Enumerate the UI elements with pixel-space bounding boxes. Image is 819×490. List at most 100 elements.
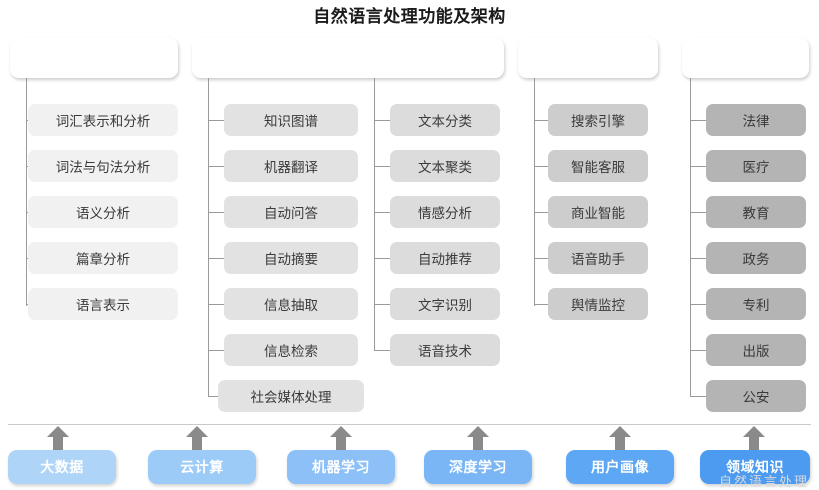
connector-stub bbox=[534, 304, 550, 305]
item-label: 篇章分析 bbox=[76, 252, 130, 267]
foundation-item-label: 大数据 bbox=[40, 459, 84, 475]
item-nlp-core-a-0[interactable]: 知识图谱 bbox=[224, 104, 358, 136]
foundation-item-label: 用户画像 bbox=[591, 459, 649, 475]
connector-spine-vertical-app bbox=[690, 78, 691, 396]
item-label: 医疗 bbox=[742, 160, 770, 175]
item-label: 商业智能 bbox=[571, 206, 625, 221]
foundation-item-big-data[interactable]: 大数据 bbox=[8, 450, 116, 484]
item-label: 出版 bbox=[742, 344, 770, 359]
connector-spine-nlp-plus bbox=[534, 78, 535, 306]
item-nlp-basic-3[interactable]: 篇章分析 bbox=[28, 242, 178, 274]
up-arrow-icon bbox=[467, 426, 489, 450]
connector-stub bbox=[208, 304, 224, 305]
item-label: 语义分析 bbox=[76, 206, 130, 221]
connector-stub bbox=[208, 120, 224, 121]
item-label: 机器翻译 bbox=[264, 160, 318, 175]
connector-stub bbox=[208, 396, 224, 397]
item-nlp-core-a-2[interactable]: 自动问答 bbox=[224, 196, 358, 228]
item-label: 搜索引擎 bbox=[571, 114, 625, 129]
item-nlp-core-a-6[interactable]: 社会媒体处理 bbox=[218, 380, 364, 412]
item-label: 舆情监控 bbox=[571, 298, 625, 313]
column-header-label: 垂直应用 bbox=[714, 50, 777, 68]
connector-stub bbox=[374, 258, 390, 259]
up-arrow-icon bbox=[330, 426, 352, 450]
connector-stub bbox=[374, 212, 390, 213]
item-label: 智能客服 bbox=[571, 160, 625, 175]
item-label: 社会媒体处理 bbox=[250, 390, 332, 405]
item-nlp-core-b-5[interactable]: 语音技术 bbox=[390, 334, 500, 366]
item-label: 词汇表示和分析 bbox=[55, 114, 151, 129]
up-arrow-icon bbox=[186, 426, 208, 450]
foundation-item-user-profile[interactable]: 用户画像 bbox=[566, 450, 674, 484]
item-label: 公安 bbox=[742, 390, 770, 405]
column-header-vertical-app[interactable]: 垂直应用 bbox=[682, 38, 809, 78]
foundation-item-domain-knowledge[interactable]: 领域知识 bbox=[700, 450, 810, 484]
item-nlp-plus-0[interactable]: 搜索引擎 bbox=[548, 104, 648, 136]
item-vertical-app-3[interactable]: 政务 bbox=[706, 242, 806, 274]
column-header-label: NLP基础技术 bbox=[47, 50, 141, 68]
item-nlp-plus-1[interactable]: 智能客服 bbox=[548, 150, 648, 182]
item-label: 文字识别 bbox=[418, 298, 472, 313]
connector-stub bbox=[690, 258, 706, 259]
connector-spine-nlp-basic bbox=[26, 78, 27, 306]
item-nlp-core-b-0[interactable]: 文本分类 bbox=[390, 104, 500, 136]
foundation-item-machine-learning[interactable]: 机器学习 bbox=[287, 450, 395, 484]
column-header-nlp-core[interactable]: NLP核心技术 bbox=[192, 38, 504, 78]
column-header-nlp-basic[interactable]: NLP基础技术 bbox=[10, 38, 178, 78]
item-nlp-core-a-3[interactable]: 自动摘要 bbox=[224, 242, 358, 274]
item-nlp-basic-2[interactable]: 语义分析 bbox=[28, 196, 178, 228]
item-nlp-plus-4[interactable]: 舆情监控 bbox=[548, 288, 648, 320]
item-label: 信息检索 bbox=[264, 344, 318, 359]
connector-stub bbox=[690, 350, 706, 351]
item-label: 自动摘要 bbox=[264, 252, 318, 267]
up-arrow-icon bbox=[743, 426, 765, 450]
connector-stub bbox=[534, 166, 550, 167]
item-label: 语言表示 bbox=[76, 298, 130, 313]
connector-stub bbox=[208, 166, 224, 167]
item-nlp-core-a-4[interactable]: 信息抽取 bbox=[224, 288, 358, 320]
item-nlp-basic-4[interactable]: 语言表示 bbox=[28, 288, 178, 320]
connector-stub bbox=[374, 166, 390, 167]
connector-stub bbox=[534, 120, 550, 121]
foundation-item-label: 机器学习 bbox=[312, 459, 370, 475]
item-label: 专利 bbox=[742, 298, 770, 313]
item-nlp-core-b-1[interactable]: 文本聚类 bbox=[390, 150, 500, 182]
item-label: 词法与句法分析 bbox=[55, 160, 151, 175]
page-title: 自然语言处理功能及架构 bbox=[313, 7, 506, 26]
item-nlp-core-b-2[interactable]: 情感分析 bbox=[390, 196, 500, 228]
item-vertical-app-5[interactable]: 出版 bbox=[706, 334, 806, 366]
foundation-divider bbox=[8, 424, 811, 425]
foundation-item-cloud-computing[interactable]: 云计算 bbox=[148, 450, 256, 484]
item-label: 自动推荐 bbox=[418, 252, 472, 267]
item-nlp-basic-1[interactable]: 词法与句法分析 bbox=[28, 150, 178, 182]
foundation-item-label: 深度学习 bbox=[449, 459, 507, 475]
item-vertical-app-4[interactable]: 专利 bbox=[706, 288, 806, 320]
item-label: 情感分析 bbox=[418, 206, 472, 221]
item-label: 信息抽取 bbox=[264, 298, 318, 313]
connector-stub bbox=[690, 304, 706, 305]
item-vertical-app-1[interactable]: 医疗 bbox=[706, 150, 806, 182]
item-label: 文本分类 bbox=[418, 114, 472, 129]
column-header-label: NLP+ bbox=[567, 49, 609, 67]
connector-stub bbox=[374, 350, 390, 351]
item-nlp-core-a-1[interactable]: 机器翻译 bbox=[224, 150, 358, 182]
item-vertical-app-0[interactable]: 法律 bbox=[706, 104, 806, 136]
item-nlp-plus-3[interactable]: 语音助手 bbox=[548, 242, 648, 274]
item-nlp-basic-0[interactable]: 词汇表示和分析 bbox=[28, 104, 178, 136]
item-nlp-core-b-4[interactable]: 文字识别 bbox=[390, 288, 500, 320]
item-nlp-plus-2[interactable]: 商业智能 bbox=[548, 196, 648, 228]
item-vertical-app-2[interactable]: 教育 bbox=[706, 196, 806, 228]
item-vertical-app-6[interactable]: 公安 bbox=[706, 380, 806, 412]
connector-stub bbox=[208, 258, 224, 259]
item-nlp-core-a-5[interactable]: 信息检索 bbox=[224, 334, 358, 366]
item-nlp-core-b-3[interactable]: 自动推荐 bbox=[390, 242, 500, 274]
connector-stub bbox=[374, 120, 390, 121]
up-arrow-icon bbox=[47, 426, 69, 450]
up-arrow-icon bbox=[609, 426, 631, 450]
foundation-item-deep-learning[interactable]: 深度学习 bbox=[424, 450, 532, 484]
column-header-nlp-plus[interactable]: NLP+ bbox=[518, 38, 658, 78]
item-label: 教育 bbox=[742, 206, 770, 221]
connector-stub bbox=[534, 258, 550, 259]
item-label: 法律 bbox=[742, 114, 770, 129]
